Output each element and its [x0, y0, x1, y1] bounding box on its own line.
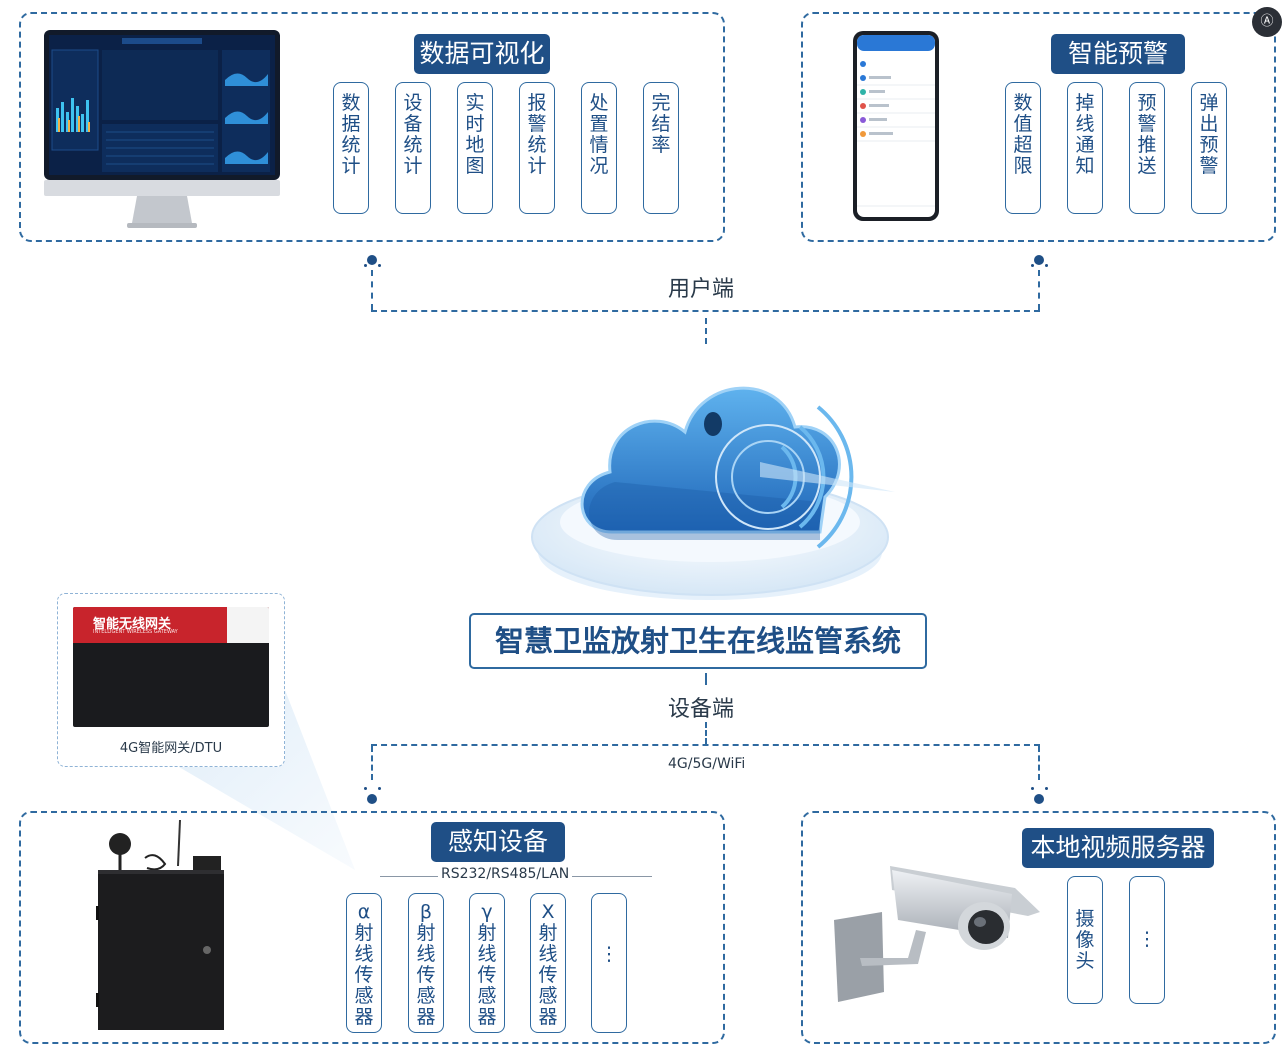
connector-line: [371, 746, 373, 780]
card-offline-notice: 掉线通知: [1067, 82, 1103, 214]
card-label: ⋮: [1137, 928, 1157, 950]
connector-dot: [1045, 787, 1048, 790]
connector-line: [371, 310, 1040, 312]
card-disposal-status: 处置情况: [581, 82, 617, 214]
connector-dot: [1031, 264, 1034, 267]
card-label: 处置情况: [589, 92, 609, 177]
gateway-brand: 智能无线网关: [93, 617, 172, 632]
connector-dot: [367, 255, 377, 265]
card-alpha-sensor: α射线传感器: [346, 893, 382, 1033]
card-label: 弹出预警: [1199, 92, 1219, 177]
cloud-icon: [531, 386, 895, 600]
card-more-video: ⋮: [1129, 876, 1165, 1004]
card-beta-sensor: β射线传感器: [408, 893, 444, 1033]
card-label: 摄像头: [1075, 908, 1095, 972]
card-label: γ射线传感器: [477, 901, 497, 1028]
card-device-statistics: 设备统计: [395, 82, 431, 214]
camera-image: [830, 860, 1045, 1005]
card-value-exceeded: 数值超限: [1005, 82, 1041, 214]
connector-dot: [378, 787, 381, 790]
phone-image: [852, 30, 940, 222]
card-warning-push: 预警推送: [1129, 82, 1165, 214]
connector-dot: [1045, 264, 1048, 267]
card-completion-rate: 完结率: [643, 82, 679, 214]
connector-line: [1038, 270, 1040, 310]
connector-dot: [1031, 787, 1034, 790]
desktop-monitor-icon: [44, 30, 280, 228]
card-label: ⋮: [599, 943, 619, 965]
system-title: 智慧卫监放射卫生在线监管系统: [494, 624, 901, 658]
network-label: 4G/5G/WiFi: [668, 756, 746, 772]
card-realtime-map: 实时地图: [457, 82, 493, 214]
smartphone-icon: [853, 31, 939, 221]
card-label: 设备统计: [403, 92, 423, 177]
connector-line: [705, 318, 707, 344]
connector-dot: [364, 264, 367, 267]
card-popup-warning: 弹出预警: [1191, 82, 1227, 214]
card-gamma-sensor: γ射线传感器: [469, 893, 505, 1033]
device-side-label: 设备端: [668, 697, 735, 722]
connector-line: [1038, 746, 1040, 780]
card-label: 预警推送: [1137, 92, 1157, 177]
connector-line: [705, 722, 707, 744]
connector-dot: [1034, 794, 1044, 804]
connector-dot: [367, 794, 377, 804]
card-label: X射线传感器: [538, 901, 558, 1028]
card-label: 报警统计: [527, 92, 547, 177]
connector-line: [371, 744, 1040, 746]
connector-dot: [364, 787, 367, 790]
sensing-devices-title: 感知设备: [431, 822, 565, 862]
smart-warning-title: 智能预警: [1051, 34, 1185, 74]
translate-glyph: Ⓐ: [1260, 14, 1274, 29]
card-label: 掉线通知: [1075, 92, 1095, 177]
gateway-subtitle: INTELLIGENT WIRELESS GATEWAY: [93, 629, 178, 635]
card-label: β射线传感器: [416, 901, 436, 1028]
card-label: 完结率: [651, 92, 671, 156]
card-more-sensors: ⋮: [591, 893, 627, 1033]
data-visualization-title: 数据可视化: [414, 34, 550, 74]
connector-line: [371, 270, 373, 310]
sensing-devices-panel: [19, 811, 725, 1044]
video-server-panel: [801, 811, 1276, 1044]
gateway-logo-icon: [227, 607, 269, 643]
translate-icon[interactable]: Ⓐ: [1252, 7, 1282, 37]
card-label: 数值超限: [1013, 92, 1033, 177]
connector-line: [705, 673, 707, 685]
card-label: 数据统计: [341, 92, 361, 177]
card-camera: 摄像头: [1067, 876, 1103, 1004]
card-x-ray-sensor: X射线传感器: [530, 893, 566, 1033]
security-camera-icon: [834, 866, 1040, 1002]
card-data-statistics: 数据统计: [333, 82, 369, 214]
gateway-caption: 4G智能网关/DTU: [119, 741, 223, 756]
system-title-box: 智慧卫监放射卫生在线监管系统: [469, 613, 927, 669]
gateway-box: 智能无线网关 INTELLIGENT WIRELESS GATEWAY 4G智能…: [57, 593, 285, 767]
video-server-title: 本地视频服务器: [1022, 828, 1214, 868]
data-visualization-panel: [19, 12, 725, 242]
user-side-label: 用户端: [668, 277, 735, 302]
gateway-device: 智能无线网关 INTELLIGENT WIRELESS GATEWAY: [73, 607, 269, 727]
gateway-banner: 智能无线网关 INTELLIGENT WIRELESS GATEWAY: [73, 607, 269, 643]
connector-dot: [1034, 255, 1044, 265]
monitoring-cabinet-icon: [96, 819, 224, 1030]
card-label: 实时地图: [465, 92, 485, 177]
cabinet-image: [90, 818, 230, 1033]
cloud-illustration: [520, 352, 900, 607]
smart-warning-panel: [801, 12, 1276, 242]
connector-dot: [378, 264, 381, 267]
card-alarm-statistics: 报警统计: [519, 82, 555, 214]
monitor-image: [42, 28, 282, 233]
bus-label: RS232/RS485/LAN: [438, 866, 573, 882]
card-label: α射线传感器: [354, 901, 374, 1028]
